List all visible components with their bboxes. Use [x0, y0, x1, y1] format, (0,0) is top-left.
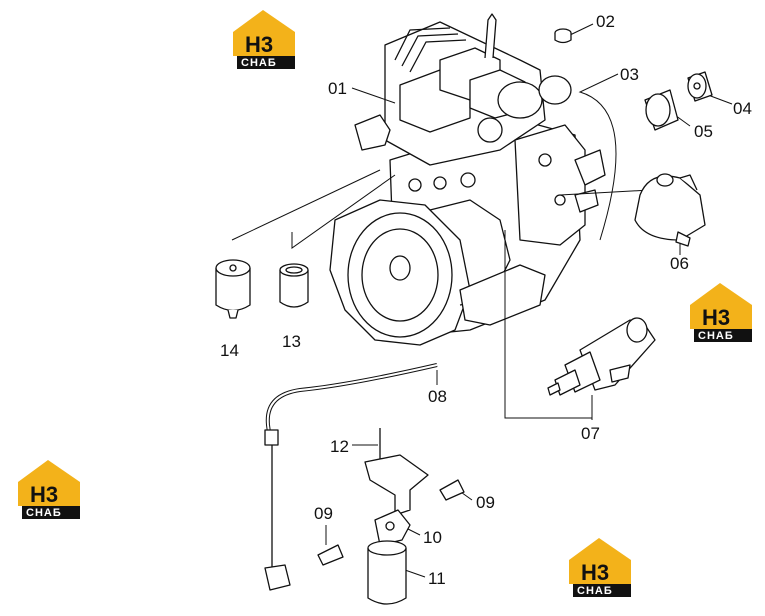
- part-05-pulley: [644, 89, 679, 131]
- logo-band: [22, 506, 80, 519]
- logo-text-top: H3: [245, 32, 273, 57]
- callout-05: 05: [694, 122, 713, 141]
- oil-pan: [459, 264, 546, 326]
- watermark-logo-left: H3 СНАБ: [18, 460, 80, 519]
- callout-02: 02: [596, 12, 615, 31]
- part-08-fitting: [264, 429, 279, 446]
- logo-house-icon: [569, 538, 631, 584]
- watermark-logo-bottom: H3 СНАБ: [569, 538, 631, 597]
- watermark-logo-right: H3 СНАБ: [690, 283, 752, 342]
- leader-02: [569, 23, 594, 36]
- part-09-fitting-right: [439, 479, 465, 501]
- callout-14: 14: [220, 341, 239, 360]
- logo-house-icon: [690, 283, 752, 329]
- logo-house-icon: [233, 10, 295, 56]
- part-08-end: [264, 564, 291, 591]
- turbo-housing: [497, 81, 543, 119]
- intake-port: [477, 117, 503, 143]
- part-14-filter: [215, 259, 251, 319]
- watermark-logo-top-left: H3 СНАБ: [233, 10, 295, 69]
- callout-06: 06: [670, 254, 689, 273]
- logo-band: [573, 584, 631, 597]
- leader-07-path: [504, 230, 592, 419]
- loose-parts: [215, 28, 713, 605]
- leader-lines: [231, 23, 733, 578]
- part-11-filter: [367, 540, 407, 605]
- logo-band: [237, 56, 295, 69]
- callout-10: 10: [423, 528, 442, 547]
- bracket: [364, 454, 429, 516]
- logo-text-top: H3: [30, 482, 58, 507]
- bolt: [554, 194, 566, 206]
- part-04-pulley: [687, 71, 713, 102]
- callout-03: 03: [620, 65, 639, 84]
- timing-cover: [514, 124, 586, 246]
- injector-lines: [394, 27, 467, 73]
- leader-14: [231, 169, 381, 241]
- part-10-port: [385, 521, 395, 531]
- flywheel-ring: [361, 228, 439, 322]
- logo-text-top: H3: [581, 560, 609, 585]
- leader-11: [404, 569, 426, 578]
- logo-text-bottom: СНАБ: [698, 330, 734, 342]
- callout-07: 07: [581, 424, 600, 443]
- callout-08: 08: [428, 387, 447, 406]
- logo-band: [694, 329, 752, 342]
- callout-04: 04: [733, 99, 752, 118]
- flywheel-hub: [389, 255, 411, 281]
- part-07-starter: [547, 317, 656, 396]
- callout-01: 01: [328, 79, 347, 98]
- logo-house-icon: [18, 460, 80, 506]
- part-09-fitting-left: [317, 544, 344, 566]
- logo-text-bottom: СНАБ: [26, 507, 62, 519]
- filter-head: [354, 114, 391, 151]
- leader-03: [578, 73, 619, 241]
- bolt: [538, 153, 552, 167]
- part-08-hose: [265, 363, 438, 441]
- logo-text-bottom: СНАБ: [577, 585, 613, 597]
- callout-13: 13: [282, 332, 301, 351]
- callout-12: 12: [330, 437, 349, 456]
- callout-11: 11: [428, 569, 446, 588]
- part-08-hose-inner: [266, 364, 438, 441]
- part-02-cap: [554, 28, 572, 44]
- logo-text-top: H3: [702, 305, 730, 330]
- block-port: [408, 178, 422, 192]
- turbo-compressor: [538, 75, 572, 105]
- callout-labels: 01 02 03 04 05 06 07 08 09 09 10 11 12 1…: [220, 12, 752, 588]
- oil-filler: [484, 13, 497, 59]
- leader-13: [291, 174, 396, 249]
- callout-09-right: 09: [476, 493, 495, 512]
- part-13-filter: [279, 263, 309, 308]
- leader-06: [559, 189, 651, 196]
- water-outlet: [574, 149, 606, 186]
- engine-assembly: [329, 13, 606, 346]
- thermostat-housing: [574, 189, 599, 213]
- callout-09-left: 09: [314, 504, 333, 523]
- block-port: [460, 172, 476, 188]
- part-06-alternator: [634, 173, 706, 247]
- leader-01: [351, 87, 396, 104]
- logo-text-bottom: СНАБ: [241, 57, 277, 69]
- block-port: [433, 176, 447, 190]
